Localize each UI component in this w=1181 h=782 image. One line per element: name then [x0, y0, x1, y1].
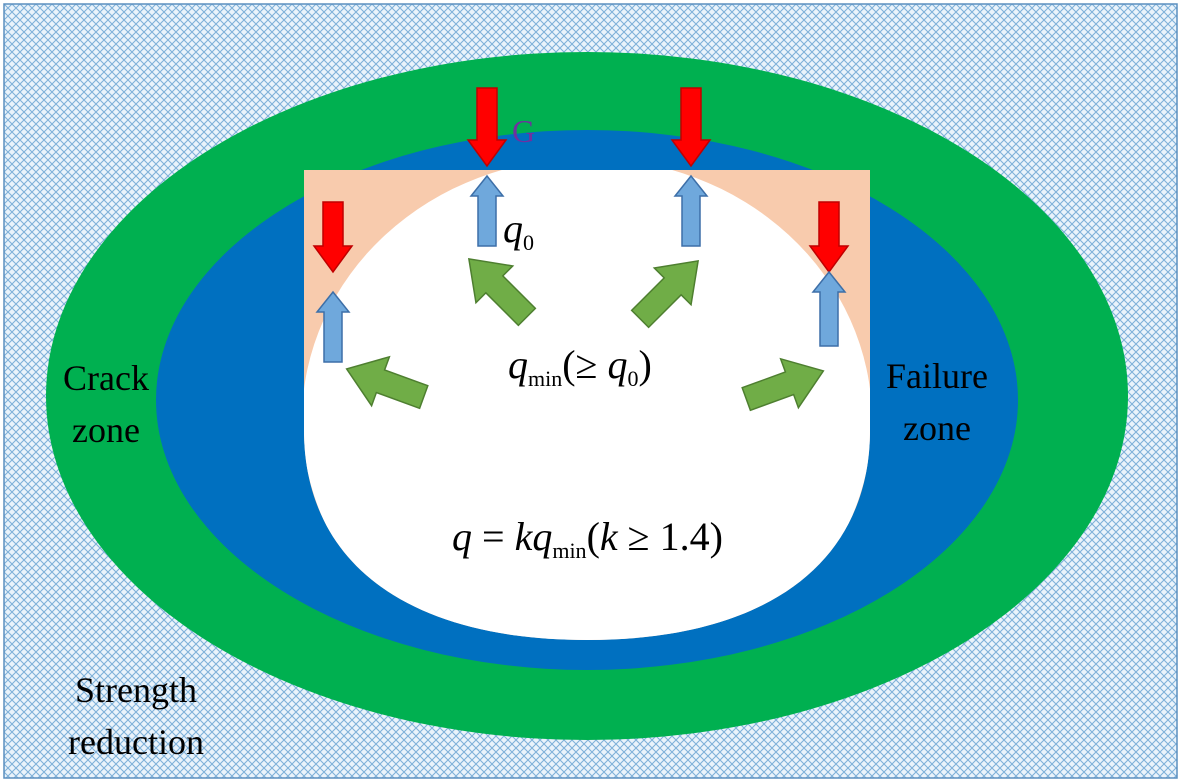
- arrow-up-icon: [469, 174, 505, 247]
- qmin-symbol: q: [508, 342, 528, 387]
- q-condition-k: k: [600, 514, 619, 559]
- arrow-outward-icon: [467, 257, 537, 327]
- q-symbol: q: [452, 514, 472, 559]
- qmin-label: qmin(≥ q0): [508, 342, 652, 391]
- q-condition-rest: ≥ 1.4): [618, 514, 723, 559]
- q0-subscript: 0: [523, 230, 534, 255]
- q-k: k: [515, 514, 534, 559]
- qmin-condition-subscript: 0: [628, 366, 639, 391]
- arrow-outward-icon: [741, 357, 825, 412]
- q0-symbol: q: [503, 206, 523, 251]
- crack-zone-label-line2: zone: [72, 410, 140, 450]
- qmin-condition-symbol: q: [608, 342, 628, 387]
- arrow-up-icon: [315, 290, 351, 363]
- strength-reduction-label-line2: reduction: [68, 722, 204, 762]
- arrow-down-icon: [808, 201, 850, 274]
- q-equals: =: [472, 514, 515, 559]
- q-equation: q = kqmin(k ≥ 1.4): [452, 514, 723, 563]
- failure-zone-label-line1: Failure: [886, 356, 988, 396]
- arrow-down-icon: [670, 87, 712, 168]
- q-qmin-symbol: q: [532, 514, 552, 559]
- qmin-condition-spacer: [598, 342, 608, 387]
- gravity-label: G: [512, 113, 535, 149]
- qmin-condition-open: (≥: [562, 342, 597, 387]
- arrow-down-icon: [466, 87, 508, 168]
- q-condition-open: (: [587, 514, 600, 559]
- arrow-up-icon: [811, 270, 847, 347]
- arrow-outward-icon: [630, 259, 700, 329]
- arrow-outward-icon: [345, 355, 429, 410]
- strength-reduction-label-line1: Strength: [75, 670, 197, 710]
- crack-zone-label-line1: Crack: [63, 358, 149, 398]
- q-qmin-subscript: min: [552, 538, 586, 563]
- qmin-condition-close: ): [639, 342, 652, 387]
- arrow-up-icon: [673, 174, 709, 247]
- arrow-down-icon: [312, 201, 354, 274]
- cavity: [304, 170, 870, 640]
- qmin-subscript: min: [528, 366, 562, 391]
- q0-label: q0: [503, 206, 534, 255]
- failure-zone-label-line2: zone: [903, 408, 971, 448]
